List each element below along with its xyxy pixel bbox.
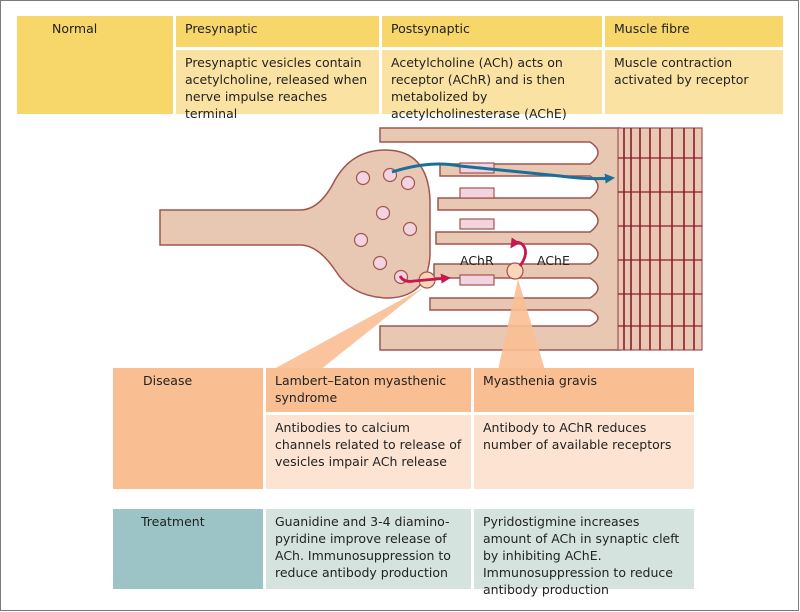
disease-row-label: Disease bbox=[113, 368, 263, 489]
nerve-terminal bbox=[159, 149, 431, 299]
muscle-fibre-description: Muscle contraction activated by receptor bbox=[605, 50, 783, 114]
mg-header: Myasthenia gravis bbox=[474, 368, 694, 412]
ache-breakdown-arrow bbox=[510, 237, 527, 267]
lems-treatment: Guanidine and 3-4 diamino-pyridine impro… bbox=[266, 509, 471, 589]
normal-label-text: Normal bbox=[52, 21, 98, 36]
normal-row-label: Normal bbox=[17, 16, 173, 114]
ache-label: AChE bbox=[537, 253, 570, 268]
postsynaptic-description: Acetylcholine (ACh) acts on receptor (AC… bbox=[382, 50, 602, 121]
synaptic-vesicles bbox=[353, 167, 418, 285]
presynaptic-header: Presynaptic bbox=[176, 16, 379, 47]
receptor-marker bbox=[506, 262, 524, 280]
impulse-arrow bbox=[391, 162, 615, 184]
zoom-wedge-lems bbox=[272, 288, 423, 370]
lems-description: Antibodies to calcium channels related t… bbox=[266, 415, 471, 489]
mg-treatment: Pyridostigmine increases amount of ACh i… bbox=[474, 509, 694, 597]
postsynaptic-header: Postsynaptic bbox=[382, 16, 602, 47]
treatment-row-label: Treatment bbox=[113, 509, 263, 589]
presynaptic-description: Presynaptic vesicles contain acetylcholi… bbox=[176, 50, 379, 121]
muscle-membrane bbox=[379, 127, 621, 351]
achr-label: AChR bbox=[460, 253, 494, 268]
muscle-fibre-header: Muscle fibre bbox=[605, 16, 783, 47]
striated-muscle-fibre bbox=[617, 127, 703, 351]
ach-release-arrow bbox=[398, 273, 451, 284]
lems-header: Lambert–Eaton myasthenic syndrome bbox=[266, 368, 471, 412]
zoom-wedge-mg bbox=[498, 279, 545, 370]
mg-description: Antibody to AChR reduces number of avail… bbox=[474, 415, 694, 489]
